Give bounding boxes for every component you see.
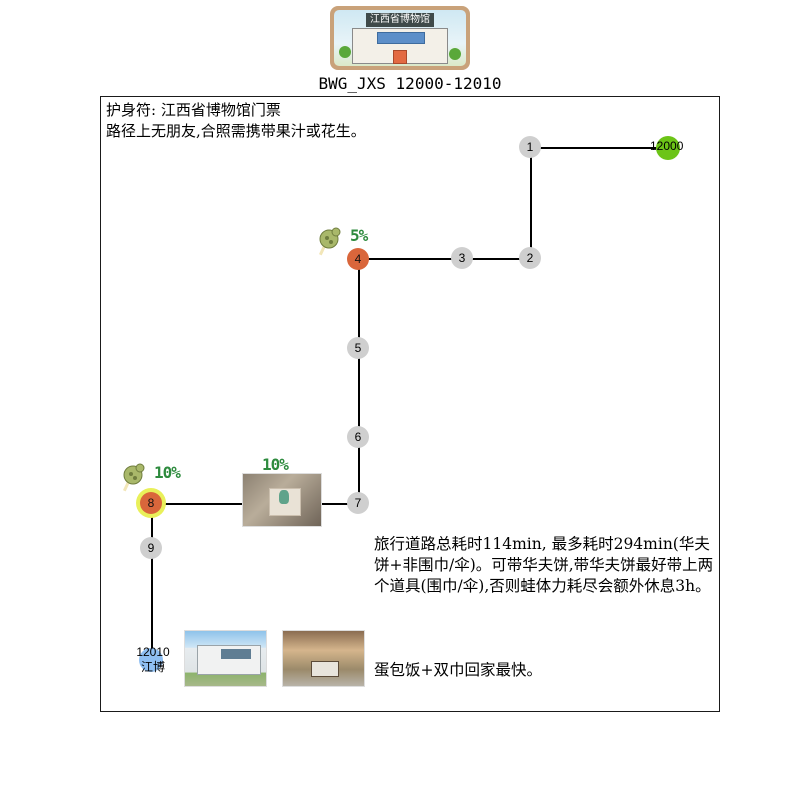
end-node-name: 江博 — [140, 660, 165, 674]
badge-title: 江西省博物馆 — [366, 13, 434, 27]
fastest-route-note: 蛋包饭+双巾回家最快。 — [374, 661, 542, 679]
node-7-chance: 10% — [262, 455, 289, 474]
display-case-photo — [242, 473, 322, 527]
route-node-7[interactable]: 7 — [347, 492, 369, 514]
node-8-chance: 10% — [154, 463, 181, 482]
route-edge — [530, 147, 532, 259]
route-time-note: 旅行道路总耗时114min, 最多耗时294min(华夫饼+非围巾/伞)。可带华… — [374, 535, 714, 595]
building-icon — [352, 28, 448, 64]
end-node-id: 12010 — [136, 645, 170, 659]
tree-icon — [449, 48, 461, 60]
amulet-line: 护身符: 江西省博物馆门票 — [106, 101, 281, 119]
route-map-frame — [100, 96, 720, 712]
start-node[interactable] — [656, 136, 680, 160]
route-node-6[interactable]: 6 — [347, 426, 369, 448]
route-edge — [530, 147, 668, 149]
route-node-3[interactable]: 3 — [451, 247, 473, 269]
charm-icon — [122, 463, 145, 492]
route-node-5[interactable]: 5 — [347, 337, 369, 359]
museum-exterior-photo — [184, 630, 267, 687]
route-edge — [358, 258, 360, 504]
route-edge — [151, 503, 153, 653]
route-node-2[interactable]: 2 — [519, 247, 541, 269]
route-node-8[interactable]: 8 — [140, 492, 162, 514]
charm-icon — [318, 227, 341, 256]
tree-icon — [339, 46, 351, 58]
route-edge — [358, 258, 531, 260]
route-node-4[interactable]: 4 — [347, 248, 369, 270]
route-description: 旅行道路总耗时114min, 最多耗时294min(华夫饼+非围巾/伞)。可带华… — [374, 513, 724, 702]
amulet-note: 护身符: 江西省博物馆门票 路径上无朋友,合照需携带果汁或花生。 — [106, 100, 366, 142]
end-node[interactable] — [139, 648, 163, 672]
start-node-label: 12000 — [650, 139, 684, 153]
route-node-9[interactable]: 9 — [140, 537, 162, 559]
node-4-chance: 5% — [350, 226, 368, 245]
page-title: BWG_JXS 12000-12010 — [318, 74, 502, 93]
museum-interior-photo — [282, 630, 365, 687]
friend-photo-line: 路径上无朋友,合照需携带果汁或花生。 — [106, 122, 366, 140]
route-node-1[interactable]: 1 — [519, 136, 541, 158]
end-node-label: 12010 江博 — [133, 645, 173, 675]
museum-badge-image: 江西省博物馆 — [330, 6, 470, 70]
